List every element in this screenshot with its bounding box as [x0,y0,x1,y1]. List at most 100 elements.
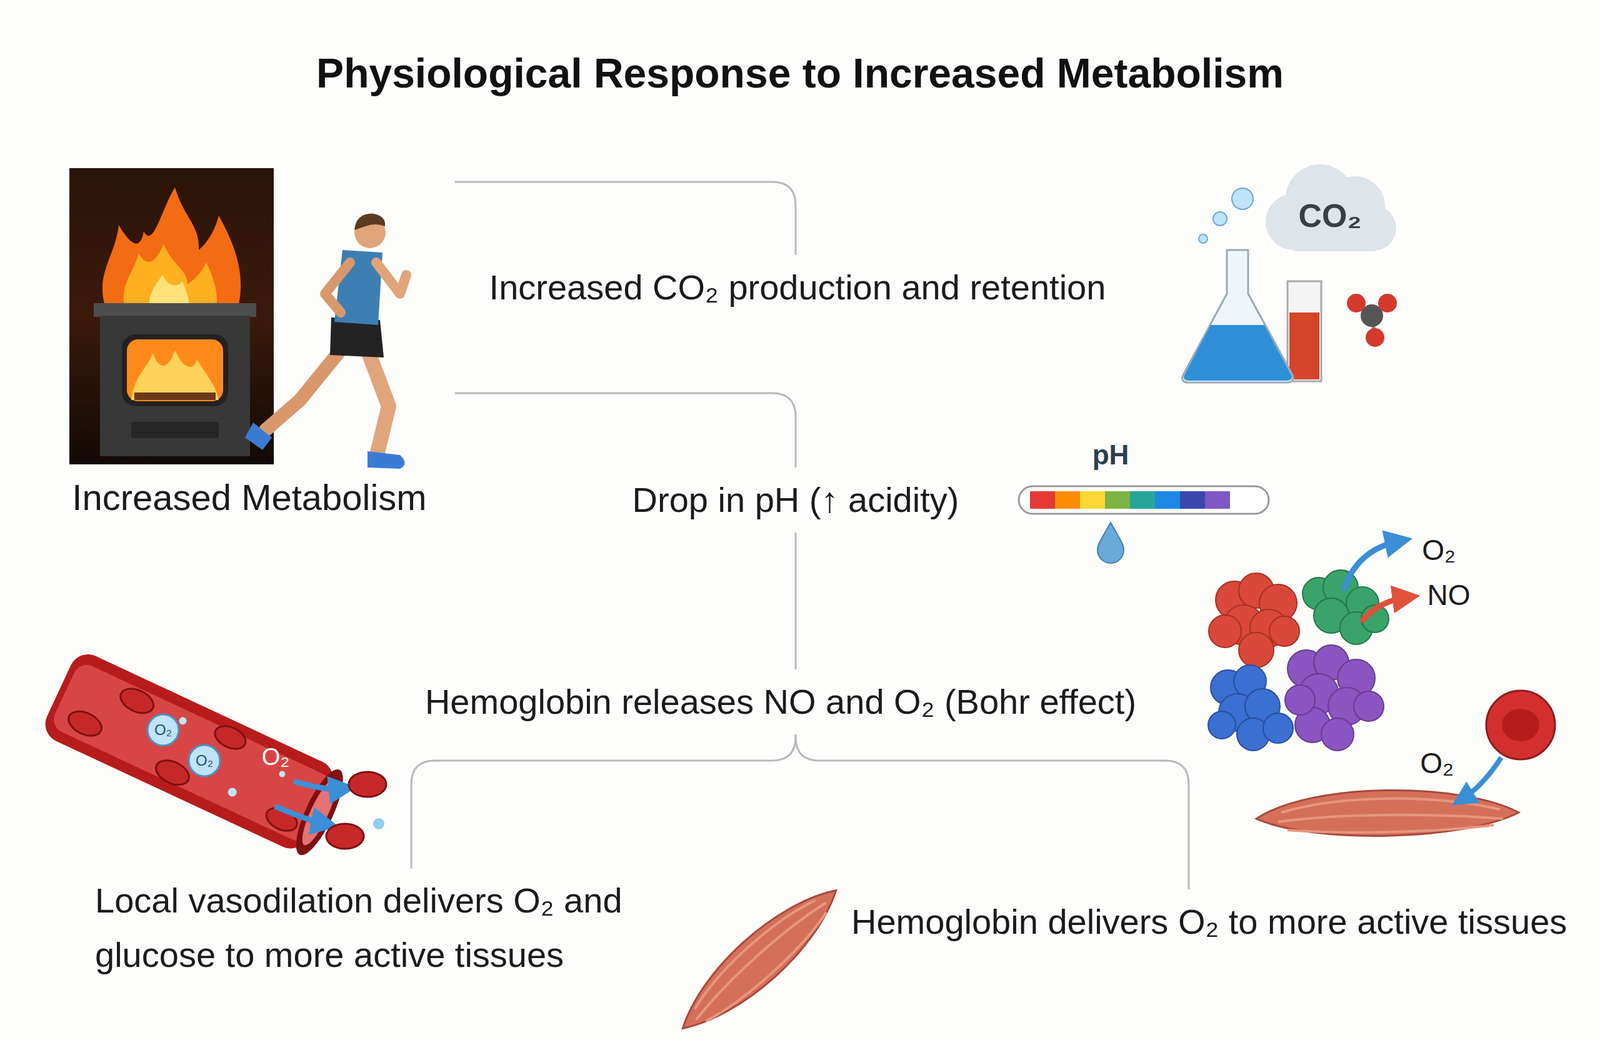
ph-tube-part [1105,491,1130,509]
hemoglobin-protein-part-part [1263,713,1294,744]
muscle-with-rbc-part [1486,690,1555,760]
co2-molecule [1346,293,1397,347]
step-text: Local vasodilation delivers O₂ and gluco… [87,867,750,989]
bracket-connector [795,533,797,669]
chemical-label: CO₂ [1298,198,1362,234]
blood-vessel-part [188,745,220,777]
hemoglobin-protein-part-part [1321,718,1354,751]
chemical-label: NO [1427,579,1471,612]
hemoglobin-protein-part [1208,573,1300,668]
step-text: Hemoglobin releases NO and O₂ (Bohr effe… [417,668,1144,736]
muscle-with-rbc-part [1256,790,1519,836]
muscle-tissue [666,873,852,1040]
lab-glassware-part [1231,188,1254,210]
stove-fire-part [93,303,257,317]
chemical-label: O₂ [195,752,214,769]
co2-molecule-part [1378,293,1397,313]
blood-vessel-part [348,771,387,797]
runner-figure-part [265,350,341,430]
co2-cloud [1265,164,1397,252]
stove-fire-part [102,187,241,310]
stove-fire-part [134,392,216,400]
blood-vessel-part-part [39,648,340,855]
runner-figure-part [245,422,272,450]
blood-vessel-part-part [178,715,189,726]
stove-fire-part [131,350,219,400]
step-text: Hemoglobin delivers O₂ to more active ti… [843,888,1582,956]
ph-tube-part [1155,491,1180,509]
ph-tube-part [1055,491,1080,509]
muscle-tissue-part [666,873,852,1040]
stove-fire-part [121,334,229,407]
stove-fire-part [123,243,217,310]
runner-figure-part [368,353,389,455]
co2-molecule-part [1346,293,1366,313]
blood-vessel-part [39,648,352,861]
blood-vessel-part [293,781,343,790]
lab-glassware-part [1213,211,1227,226]
runner-figure-part [367,451,405,469]
muscle-with-rbc-part [1278,798,1504,833]
stove-fire-part [100,315,250,457]
lab-glassware-part [1198,234,1208,244]
diagram-title: Physiological Response to Increased Meta… [0,48,1600,99]
hemoglobin-protein-part [1361,597,1407,622]
hemoglobin-protein-part-part [1269,616,1300,647]
step-label: Hemoglobin delivers O₂ to more active ti… [851,895,1574,950]
ph-tube-part [1180,491,1205,509]
hemoglobin-protein-part-part [1353,691,1384,722]
step-label: Increased CO₂ production and retention [489,260,1107,315]
lab-glassware-part [1182,250,1294,383]
blood-vessel-part [326,823,364,849]
hemoglobin-protein-part [1208,665,1294,751]
muscle-tissue-part-part [666,873,852,1040]
stove-fire-part [126,339,224,402]
blood-vessel-part [275,806,325,824]
step-label: Drop in pH (↑ acidity) [632,473,960,528]
runner-figure-part [325,262,350,313]
hemoglobin-protein-part-part [1208,711,1236,739]
bracket-connector [455,181,796,255]
ph-tube [1018,486,1269,564]
ph-tube-part [1018,486,1269,514]
co2-molecule-part [1365,328,1385,347]
stove-fire-part [69,168,274,465]
muscle-with-rbc-part [1501,708,1540,742]
blood-vessel-part-part-part [211,721,250,754]
bracket-connector [455,393,796,467]
muscle-with-rbc-part [1462,757,1502,799]
runner-figure-part [376,262,407,294]
step-label: Hemoglobin releases NO and O₂ (Bohr effe… [425,675,1137,730]
blood-vessel-part-part-part [64,706,105,740]
blood-vessel-part-part [226,786,239,799]
hemoglobin-protein-part-part [1285,685,1315,715]
bracket-connector [411,735,796,868]
blood-vessel-part-part-part [116,683,158,718]
step-text: Drop in pH (↑ acidity) [625,466,967,534]
chemical-label: pH [1092,440,1130,470]
chemical-label: O₂ [261,744,290,771]
hemoglobin-protein-part-part [1208,615,1242,648]
blood-vessel-part [147,714,179,746]
chemical-label: O₂ [1420,747,1454,780]
hemoglobin-protein-part [1285,645,1384,751]
runner-figure-part [354,213,385,230]
ph-tube-part [1130,491,1155,509]
ph-tube-part [1205,491,1230,509]
blood-vessel-part-part [49,660,335,845]
muscle-with-rbc [1256,690,1555,836]
ph-tube-part [1097,522,1124,564]
step-label: Increased Metabolism [71,469,427,526]
ph-tube-part [1080,491,1105,509]
chemical-label: O₂ [1421,534,1456,567]
blood-vessel [39,648,387,861]
ph-tube-part [1030,491,1055,509]
hemoglobin-protein [1208,541,1407,751]
runner-figure [245,213,407,469]
lab-glassware-part [1287,281,1322,382]
step-text: Increased CO₂ production and retention [481,254,1114,322]
stove-fire [69,168,274,465]
bracket-connector [795,735,1189,889]
blood-vessel-part [373,818,385,830]
